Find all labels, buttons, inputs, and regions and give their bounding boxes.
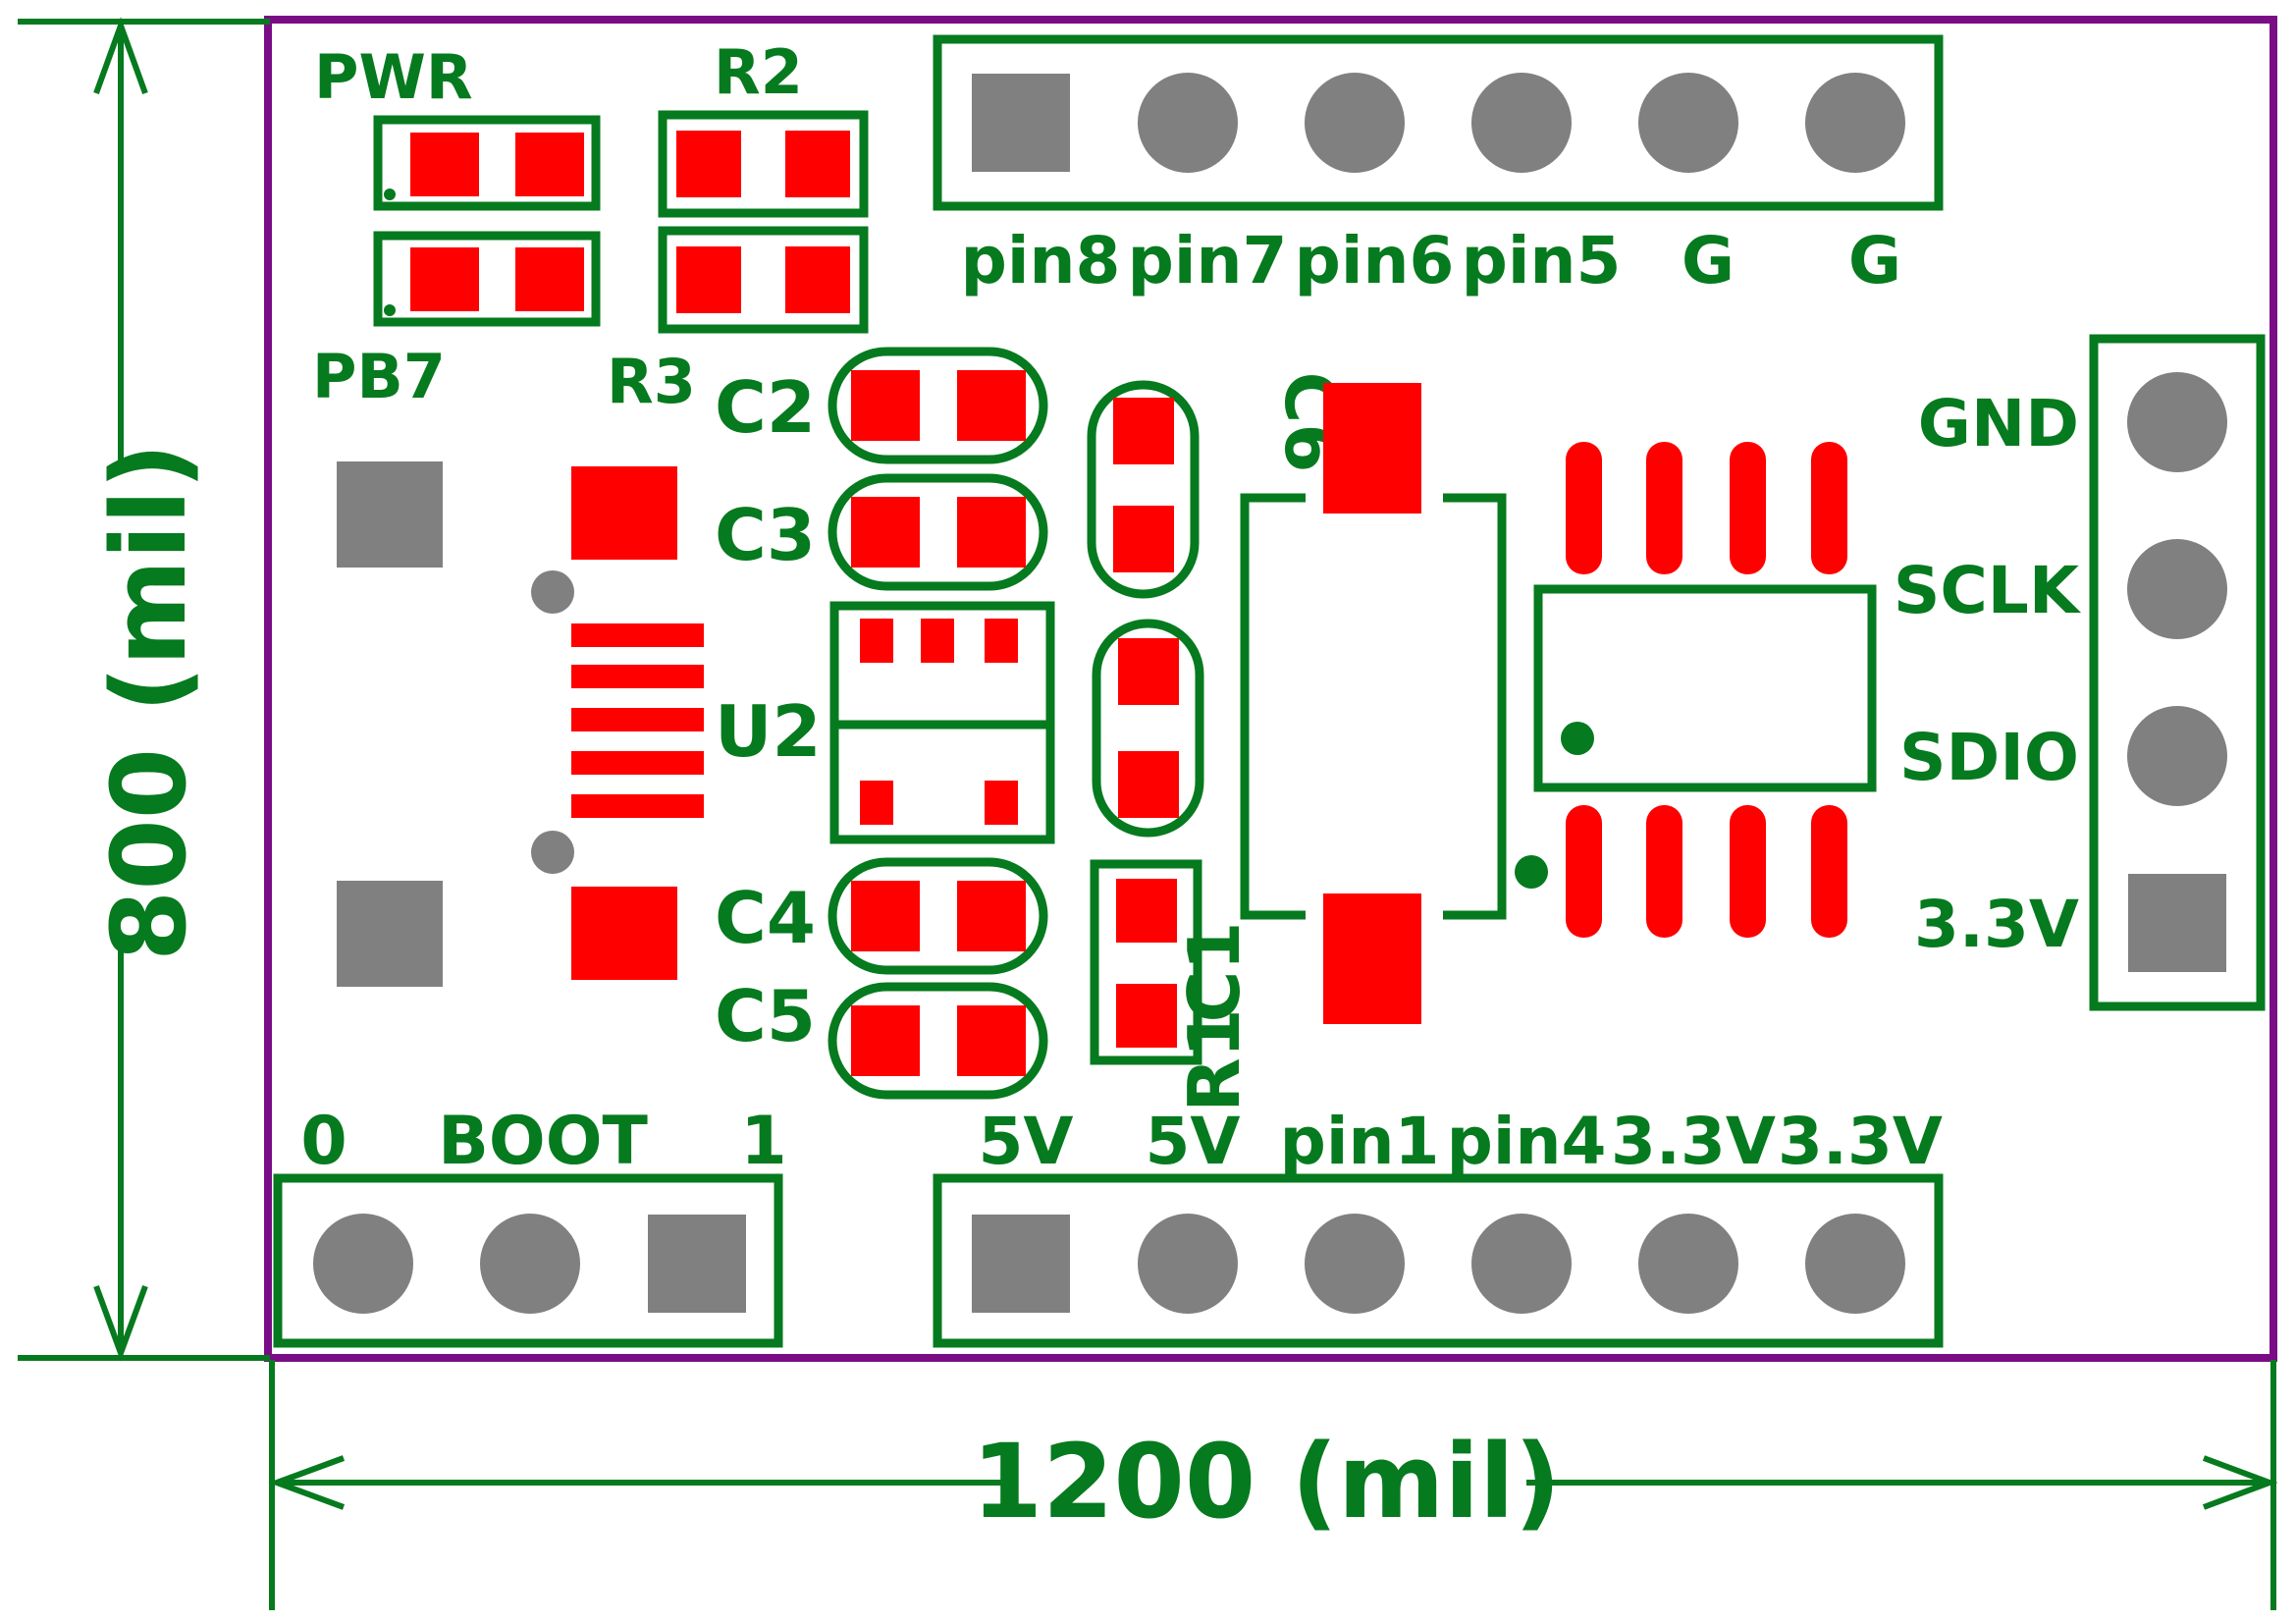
label-c3: C3 xyxy=(715,494,816,576)
ic-soic8 xyxy=(1533,442,1877,938)
header-top-outline xyxy=(933,34,1944,211)
cap-c1 xyxy=(1092,619,1204,838)
height-label: 800 (mil) xyxy=(89,443,209,961)
label-c4: C4 xyxy=(715,877,816,959)
cap-c4 xyxy=(828,857,1048,975)
header-right-label-1: GND xyxy=(1918,386,2079,461)
label-r3: R3 xyxy=(607,346,696,417)
led-pwr-outline xyxy=(373,115,601,211)
header-bottom-pin-2 xyxy=(1138,1214,1238,1314)
header-bottom-label-1: 5V xyxy=(978,1104,1073,1179)
r3-pad-b xyxy=(785,246,850,313)
label-c2: C2 xyxy=(715,366,816,449)
header-bottom-pin-6 xyxy=(1805,1214,1905,1314)
label-pb7: PB7 xyxy=(312,341,446,412)
boot-header-outline xyxy=(273,1173,783,1348)
height-dimension xyxy=(18,17,270,1362)
header-bottom-pin-3 xyxy=(1305,1214,1405,1314)
cap-c5 xyxy=(828,982,1048,1100)
header-right-label-2: SCLK xyxy=(1894,553,2082,628)
led-pwr-pad-a xyxy=(410,133,479,196)
label-r2: R2 xyxy=(714,36,803,108)
header-top-label-1: pin8 xyxy=(961,223,1121,298)
header-top-label-6: G xyxy=(1848,223,1901,298)
led-pb7-pad-b xyxy=(515,247,584,311)
boot-label-0: 0 xyxy=(300,1103,347,1180)
header-top-label-2: pin7 xyxy=(1128,223,1288,298)
label-c5: C5 xyxy=(715,975,816,1057)
led-pwr-pad-b xyxy=(515,133,584,196)
header-right-pin-1 xyxy=(2127,372,2227,472)
header-top-label-4: pin5 xyxy=(1462,223,1622,298)
led-pwr-marker xyxy=(384,189,396,200)
header-bottom-pins xyxy=(972,1214,1905,1314)
header-right-outline xyxy=(2089,334,2266,1011)
header-bottom-label-2: 5V xyxy=(1145,1104,1240,1179)
cap-c2 xyxy=(828,347,1048,464)
header-top-pin-2 xyxy=(1138,73,1238,173)
u2-regulator xyxy=(829,601,1055,844)
r2-outline xyxy=(658,110,869,218)
r3-pad-a xyxy=(676,246,741,313)
header-top-pin-3 xyxy=(1305,73,1405,173)
width-label: 1200 (mil) xyxy=(972,1422,1561,1542)
header-bottom-pin-4 xyxy=(1471,1214,1572,1314)
boot-pin-middle xyxy=(480,1214,580,1314)
r2-pad-a xyxy=(676,131,741,197)
cap-c3 xyxy=(828,473,1048,591)
led-pb7-marker xyxy=(384,304,396,316)
header-top-label-3: pin6 xyxy=(1295,223,1455,298)
header-top-label-5: G xyxy=(1682,223,1735,298)
resistor-r1 xyxy=(1090,859,1202,1065)
r2-pad-b xyxy=(785,131,850,197)
led-pb7-outline xyxy=(373,231,601,327)
header-bottom-pin-1 xyxy=(972,1215,1070,1313)
cap-c6 xyxy=(1087,380,1200,599)
header-top-pin-6 xyxy=(1805,73,1905,173)
led-pb7-pad-a xyxy=(410,247,479,311)
header-bottom-label-5: 3.3V xyxy=(1611,1104,1776,1179)
label-pwr: PWR xyxy=(314,41,473,113)
usb-connector xyxy=(337,461,704,987)
header-right-pin-3 xyxy=(2127,706,2227,806)
header-bottom-outline xyxy=(933,1173,1944,1348)
header-top-pins xyxy=(972,73,1905,173)
header-right-labels: GND SCLK SDIO 3.3V xyxy=(1894,386,2082,962)
board-outline xyxy=(264,16,2277,1362)
boot-pin-1 xyxy=(648,1215,746,1313)
header-top-pin-4 xyxy=(1471,73,1572,173)
crystal-marker xyxy=(1515,855,1548,889)
header-bottom-label-4: pin4 xyxy=(1447,1104,1607,1179)
header-bottom-label-6: 3.3V xyxy=(1778,1104,1943,1179)
r3-outline xyxy=(658,226,869,334)
label-u2: U2 xyxy=(715,690,822,773)
header-top-pin-5 xyxy=(1638,73,1738,173)
crystal xyxy=(1240,383,1507,1024)
label-r1: R1 xyxy=(1173,1008,1255,1112)
width-dimension xyxy=(268,1360,2278,1610)
header-bottom-pin-5 xyxy=(1638,1214,1738,1314)
header-right-label-3: SDIO xyxy=(1899,720,2079,795)
boot-pin-0 xyxy=(313,1214,413,1314)
header-right-pin-2 xyxy=(2127,539,2227,639)
header-right-pins xyxy=(2127,372,2227,972)
boot-label-1: 1 xyxy=(740,1103,786,1180)
header-right-label-4: 3.3V xyxy=(1914,887,2079,962)
header-top-pin-1 xyxy=(972,74,1070,172)
boot-label-title: BOOT xyxy=(438,1103,648,1180)
header-bottom-label-3: pin1 xyxy=(1280,1104,1440,1179)
label-c1: C1 xyxy=(1173,922,1255,1023)
header-right-pin-4 xyxy=(2128,874,2226,972)
